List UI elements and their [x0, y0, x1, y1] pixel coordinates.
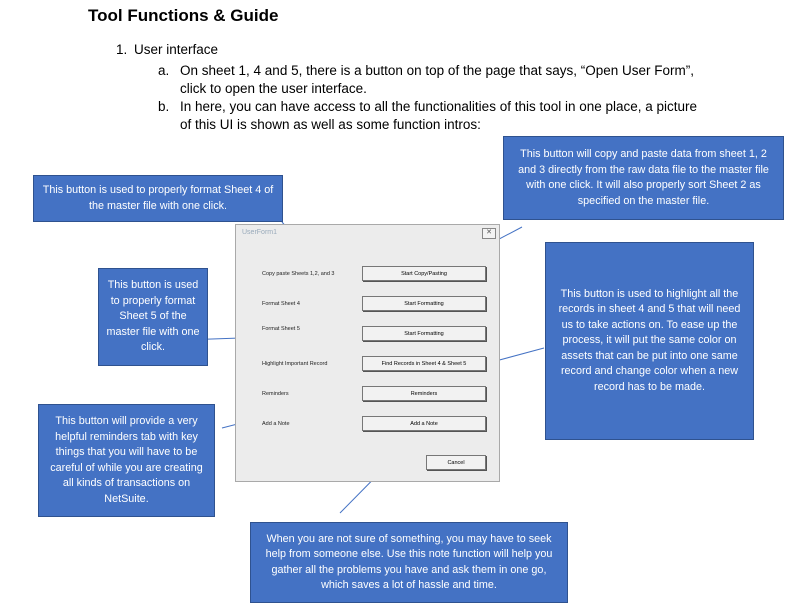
- connector-line: [491, 347, 545, 363]
- list-marker: 1.: [116, 42, 128, 57]
- callout-highlight: This button is used to highlight all the…: [545, 242, 754, 440]
- reminders-button[interactable]: Reminders: [362, 386, 486, 401]
- form-label-reminders: Reminders: [262, 391, 289, 397]
- list-marker: b.: [158, 99, 170, 114]
- list-item-text: In here, you can have access to all the …: [180, 99, 698, 114]
- list-item-text-cont: of this UI is shown as well as some func…: [180, 117, 481, 132]
- form-label-copy: Copy paste Sheets 1,2, and 3: [262, 271, 335, 277]
- form-label-sheet5: Format Sheet 5: [262, 326, 300, 332]
- format-sheet5-button[interactable]: Start Formatting: [362, 326, 486, 341]
- list-item-text: User interface: [134, 42, 219, 57]
- callout-format-sheet4: This button is used to properly format S…: [33, 175, 283, 222]
- cancel-button[interactable]: Cancel: [426, 455, 486, 470]
- form-label-highlight: Highlight Important Record: [262, 361, 328, 367]
- close-icon[interactable]: ✕: [482, 228, 496, 239]
- list-marker: a.: [158, 63, 170, 78]
- callout-add-note: When you are not sure of something, you …: [250, 522, 568, 603]
- add-note-button[interactable]: Add a Note: [362, 416, 486, 431]
- list-item-text-cont: click to open the user interface.: [180, 81, 367, 96]
- start-copy-pasting-button[interactable]: Start Copy/Pasting: [362, 266, 486, 281]
- form-title: UserForm1: [242, 229, 278, 236]
- list-item-text: On sheet 1, 4 and 5, there is a button o…: [180, 63, 695, 78]
- callout-copy-paste: This button will copy and paste data fro…: [503, 136, 784, 220]
- callout-reminders: This button will provide a very helpful …: [38, 404, 215, 517]
- page-title: Tool Functions & Guide: [88, 6, 279, 25]
- format-sheet4-button[interactable]: Start Formatting: [362, 296, 486, 311]
- form-label-note: Add a Note: [262, 421, 290, 427]
- list-item-1: 1. User interface: [116, 42, 218, 57]
- find-records-button[interactable]: Find Records in Sheet 4 & Sheet 5: [362, 356, 486, 371]
- form-label-sheet4: Format Sheet 4: [262, 301, 300, 307]
- user-form-window: UserForm1 ✕ Copy paste Sheets 1,2, and 3…: [235, 224, 500, 482]
- callout-format-sheet5: This button is used to properly format S…: [98, 268, 208, 366]
